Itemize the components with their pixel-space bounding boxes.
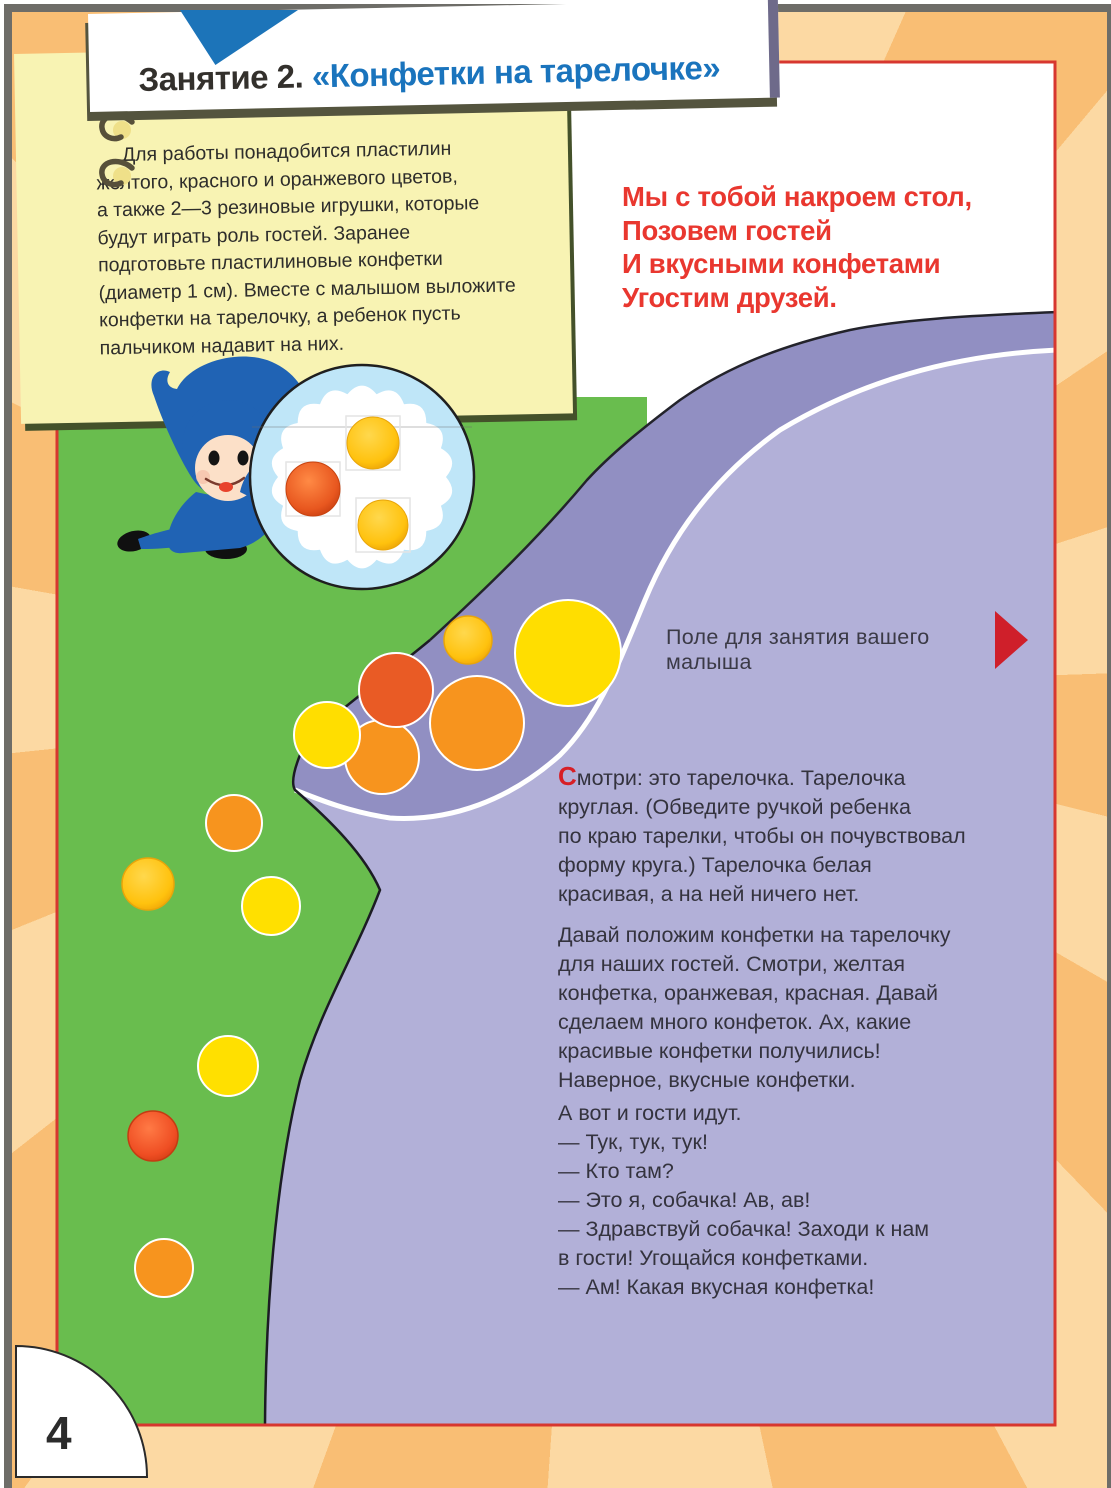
candy-orange: [205, 794, 263, 852]
candy-red-pressed: [127, 1110, 179, 1162]
candy-gold-pressed: [443, 615, 493, 665]
gnome-eye: [237, 450, 249, 466]
candy-orange-big: [429, 675, 525, 771]
activity-field-label: Поле для занятия вашего малыша: [666, 625, 930, 674]
purple-band-outline: [429, 310, 1055, 641]
purple-activity-field: [265, 350, 1055, 1425]
body-paragraph-2: Давай положим конфетки на тарелочку для …: [558, 923, 951, 1092]
candy-red-orange: [358, 652, 434, 728]
lesson-number: Занятие 2.: [138, 57, 304, 98]
candy-stickers-green: [121, 794, 301, 1298]
gnome-eye: [208, 450, 220, 466]
lesson-name: «Конфетки на тарелочке»: [311, 48, 721, 95]
red-arrow-icon: [995, 611, 1028, 669]
paragraph-text: мотри: это тарелочка. Тарелочка круглая.…: [558, 766, 966, 906]
sticker-guide-square: [355, 497, 411, 553]
poem-text: Мы с тобой накроем стол, Позовем гостей …: [622, 181, 972, 313]
candy-orange-pressed: [285, 461, 341, 517]
candy-yellow: [241, 876, 301, 936]
candy-yellow: [293, 701, 361, 769]
body-paragraph-1: Смотри: это тарелочка. Тарелочка круглая…: [558, 762, 1053, 909]
candy-gold-pressed: [121, 857, 175, 911]
white-curve-divider: [294, 347, 1055, 821]
candy-stickers-pocket: [293, 599, 622, 795]
gnome-body: [167, 491, 281, 554]
drop-cap: С: [558, 761, 577, 791]
page-number: 4: [46, 1407, 72, 1459]
binding-ring: [99, 112, 135, 142]
candy-gold-pressed: [357, 499, 409, 551]
plate-icon: [248, 363, 476, 591]
candy-yellow-big: [514, 599, 622, 707]
candy-gold-pressed: [346, 416, 400, 470]
gnome-tongue: [219, 482, 233, 492]
binding-ring: [99, 158, 135, 188]
page-number-disc: [15, 1344, 149, 1478]
sticker-guide-square: [345, 415, 401, 471]
candy-yellow: [197, 1035, 259, 1097]
gnome-blush: [196, 470, 210, 484]
candy-orange: [134, 1238, 194, 1298]
body-paragraph-3: А вот и гости идут. — Тук, тук, тук! — К…: [558, 1101, 930, 1299]
